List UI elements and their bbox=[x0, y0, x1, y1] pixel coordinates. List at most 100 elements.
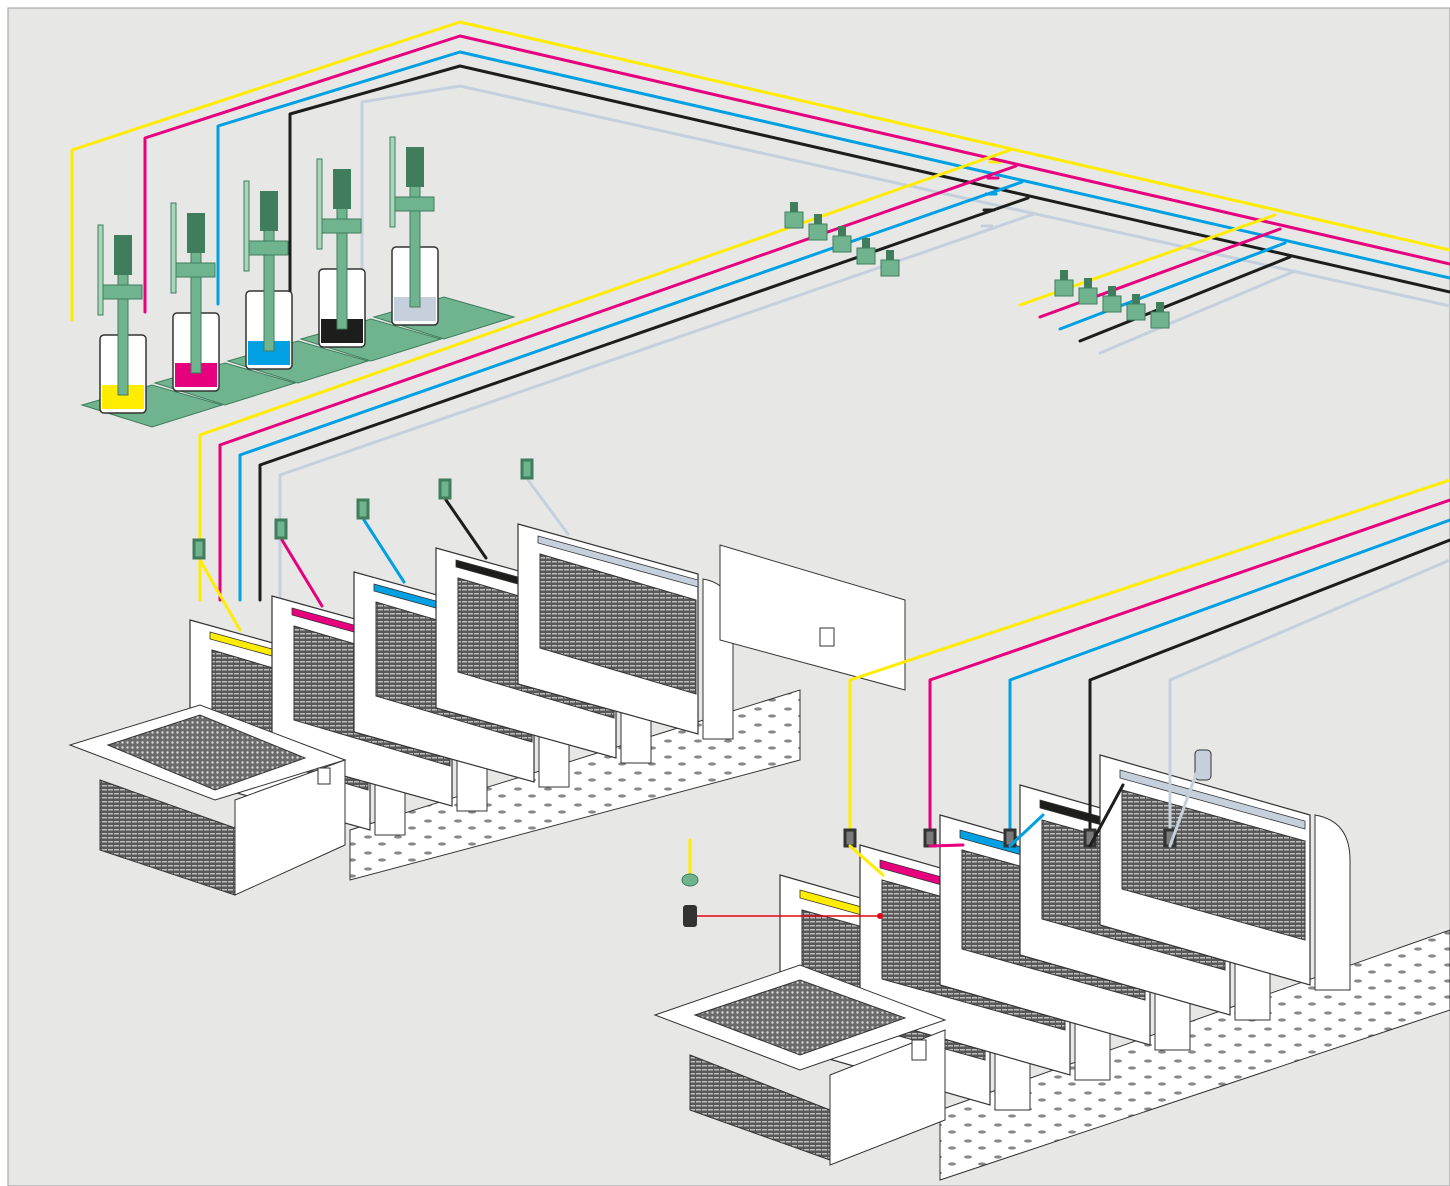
press2-header-cyan bbox=[1008, 518, 1450, 832]
main-supply-pipe-varnish bbox=[360, 84, 1450, 308]
guide-rod bbox=[170, 202, 177, 294]
pump-body bbox=[1102, 295, 1122, 313]
pump-b-magenta bbox=[1078, 278, 1098, 305]
manifold2-black bbox=[1078, 255, 1292, 343]
sensor-float bbox=[681, 873, 699, 887]
press2-drop-cyan bbox=[1008, 813, 1045, 848]
pump-a-magenta bbox=[808, 214, 828, 241]
pump-body bbox=[1078, 287, 1098, 305]
pump-head bbox=[1156, 302, 1164, 312]
unit-rollers bbox=[539, 553, 697, 695]
ink-pipes-press-2 bbox=[843, 478, 1450, 877]
press1-valve-cyan bbox=[356, 498, 370, 520]
pump-body bbox=[832, 235, 852, 253]
pump-b-yellow bbox=[1054, 270, 1074, 297]
press2-valve-magenta bbox=[923, 828, 937, 848]
press1-feeder-side bbox=[234, 759, 346, 896]
pump-b-varnish bbox=[1150, 302, 1170, 329]
press1-header-varnish bbox=[278, 212, 1036, 602]
press2-plinth bbox=[939, 929, 1450, 1181]
press2-header-varnish bbox=[1168, 558, 1450, 832]
manifold2-cyan bbox=[1058, 241, 1287, 331]
pump-head bbox=[886, 250, 894, 260]
press1-valve-varnish bbox=[520, 458, 534, 480]
guide-rod bbox=[316, 158, 323, 250]
press2-header-black bbox=[1088, 538, 1450, 832]
press1-control-panel bbox=[317, 767, 331, 785]
pump-head bbox=[838, 226, 846, 236]
pump-a-yellow bbox=[784, 202, 804, 229]
pump-body bbox=[880, 259, 900, 277]
pump-a-varnish bbox=[880, 250, 900, 277]
press1-valve-magenta bbox=[274, 518, 288, 540]
press2-valve-yellow bbox=[843, 828, 857, 848]
sensor-signal-point bbox=[877, 913, 883, 919]
main-supply-pipe-yellow bbox=[70, 20, 1450, 322]
press1-drop-yellow bbox=[198, 558, 242, 632]
drive-motor bbox=[406, 147, 424, 187]
ink-tank-magenta bbox=[153, 202, 297, 406]
printing-press-1 bbox=[68, 523, 906, 896]
guide-rod bbox=[389, 136, 396, 228]
press2-drop-varnish bbox=[1168, 753, 1205, 848]
press1-delivery bbox=[719, 544, 906, 691]
ink-tank-cyan bbox=[226, 180, 370, 384]
unit-rollers bbox=[1121, 789, 1306, 941]
ink-pipes-upper bbox=[70, 20, 1450, 602]
press2-unit-5 bbox=[1099, 749, 1351, 991]
pump-body bbox=[856, 247, 876, 265]
ink-supply-tanks bbox=[80, 136, 516, 428]
main-supply-pipe-magenta bbox=[143, 34, 1450, 314]
press1-drop-cyan bbox=[362, 518, 406, 584]
ink-tank-varnish bbox=[372, 136, 516, 340]
press1-drop-black bbox=[444, 498, 488, 560]
manifold2-varnish bbox=[1098, 269, 1297, 355]
pump-head bbox=[790, 202, 798, 212]
sensor-body bbox=[683, 905, 697, 927]
pump-b-cyan bbox=[1102, 286, 1122, 313]
press1-drop-varnish bbox=[526, 478, 570, 536]
press1-header-magenta bbox=[218, 164, 1018, 602]
drive-motor bbox=[114, 235, 132, 275]
pump-body bbox=[1150, 311, 1170, 329]
mount-bracket bbox=[320, 218, 362, 234]
press1-unit-5 bbox=[517, 523, 734, 740]
main-supply-pipe-cyan bbox=[216, 50, 1450, 306]
guide-rod bbox=[243, 180, 250, 272]
pump-a-black bbox=[856, 238, 876, 265]
pump-b-black bbox=[1126, 294, 1146, 321]
drive-motor bbox=[333, 169, 351, 209]
press1-delivery-panel bbox=[819, 627, 835, 647]
pump-blocks bbox=[784, 202, 1170, 329]
ink-tank-yellow bbox=[80, 224, 224, 428]
press2-drop-black bbox=[1088, 783, 1125, 848]
ink-pipes-press-1 bbox=[192, 458, 570, 632]
press2-drop-yellow bbox=[848, 844, 885, 877]
guide-rod bbox=[97, 224, 104, 316]
press1-feeder-grill bbox=[106, 714, 307, 791]
pump-body bbox=[1126, 303, 1146, 321]
press1-valve-black bbox=[438, 478, 452, 500]
mount-bracket bbox=[247, 240, 289, 256]
press1-valve-yellow bbox=[192, 538, 206, 560]
press2-control-panel bbox=[911, 1039, 927, 1061]
main-supply-pipe-black bbox=[288, 64, 1450, 298]
level-sensor bbox=[681, 838, 883, 927]
pump-head bbox=[862, 238, 870, 248]
press2-drop-magenta bbox=[928, 843, 965, 848]
pump-body bbox=[1054, 279, 1074, 297]
drive-motor bbox=[187, 213, 205, 253]
press2-feeder-side bbox=[829, 1029, 946, 1166]
pump-head bbox=[1060, 270, 1068, 280]
pump-a-cyan bbox=[832, 226, 852, 253]
ink-fountain bbox=[1119, 769, 1306, 830]
press2-feeder-grill bbox=[693, 979, 907, 1056]
pump-body bbox=[808, 223, 828, 241]
ink-dispenser bbox=[1194, 749, 1212, 781]
press2-header-magenta bbox=[928, 498, 1450, 832]
pump-head bbox=[1132, 294, 1140, 304]
mount-bracket bbox=[101, 284, 143, 300]
press1-header-black bbox=[258, 196, 1030, 602]
